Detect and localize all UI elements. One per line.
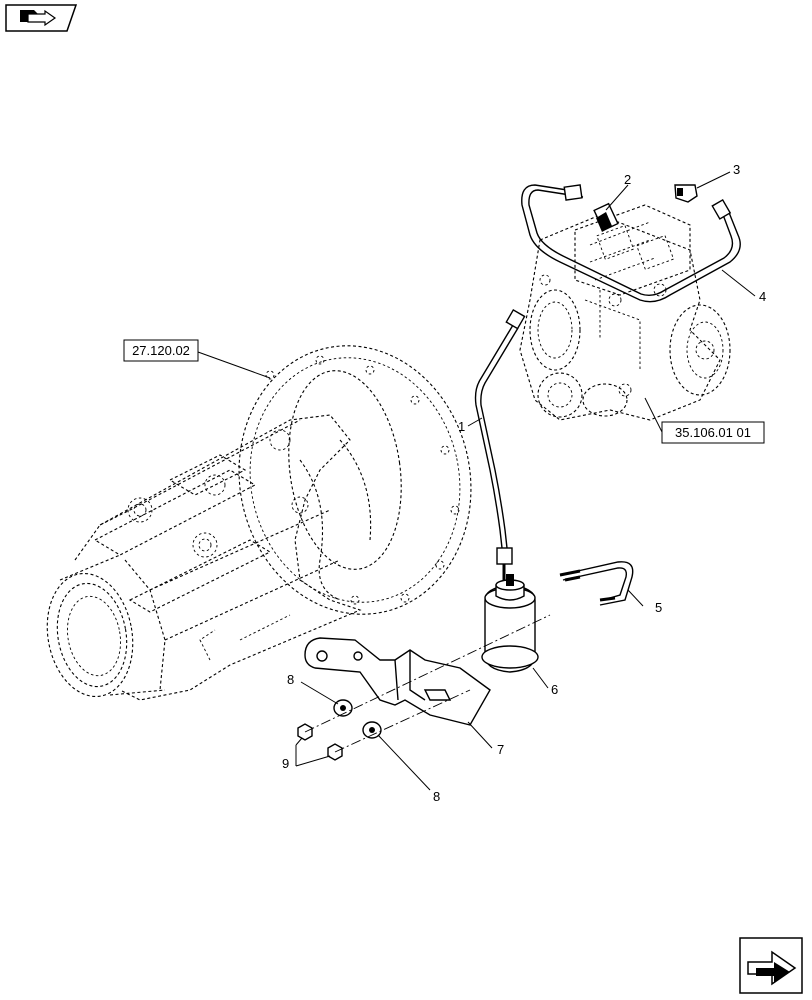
callout-5: 5	[655, 600, 662, 615]
fitting-3	[674, 184, 698, 203]
callout-6: 6	[551, 682, 558, 697]
ref-rear-axle[interactable]: 27.120.02	[123, 339, 199, 362]
callout-3: 3	[733, 162, 740, 177]
hydraulic-pump	[519, 204, 731, 421]
callout-1: 1	[458, 419, 465, 434]
svg-text:27.120.02: 27.120.02	[132, 343, 190, 358]
callout-9: 9	[282, 756, 289, 771]
next-page-arrow-icon[interactable]	[739, 937, 803, 994]
leader-lines	[197, 171, 756, 791]
callout-8-upper: 8	[287, 672, 294, 687]
callout-8-lower: 8	[433, 789, 440, 804]
washer-8-lower	[362, 721, 382, 739]
pipe-1	[474, 308, 526, 580]
fitting-2	[593, 202, 619, 232]
callout-2: 2	[624, 172, 631, 187]
book-arrow-icon[interactable]	[5, 4, 78, 32]
u-bolt-5	[559, 561, 634, 606]
ref-pump[interactable]: 35.106.01 01	[661, 421, 765, 444]
bracket-7	[304, 637, 491, 726]
callout-4: 4	[759, 289, 766, 304]
callout-7: 7	[497, 742, 504, 757]
svg-text:35.106.01 01: 35.106.01 01	[675, 425, 751, 440]
filter-6	[481, 574, 539, 673]
pipe-4	[521, 184, 741, 303]
washer-8-upper	[333, 699, 353, 717]
rear-axle-housing	[46, 345, 472, 701]
